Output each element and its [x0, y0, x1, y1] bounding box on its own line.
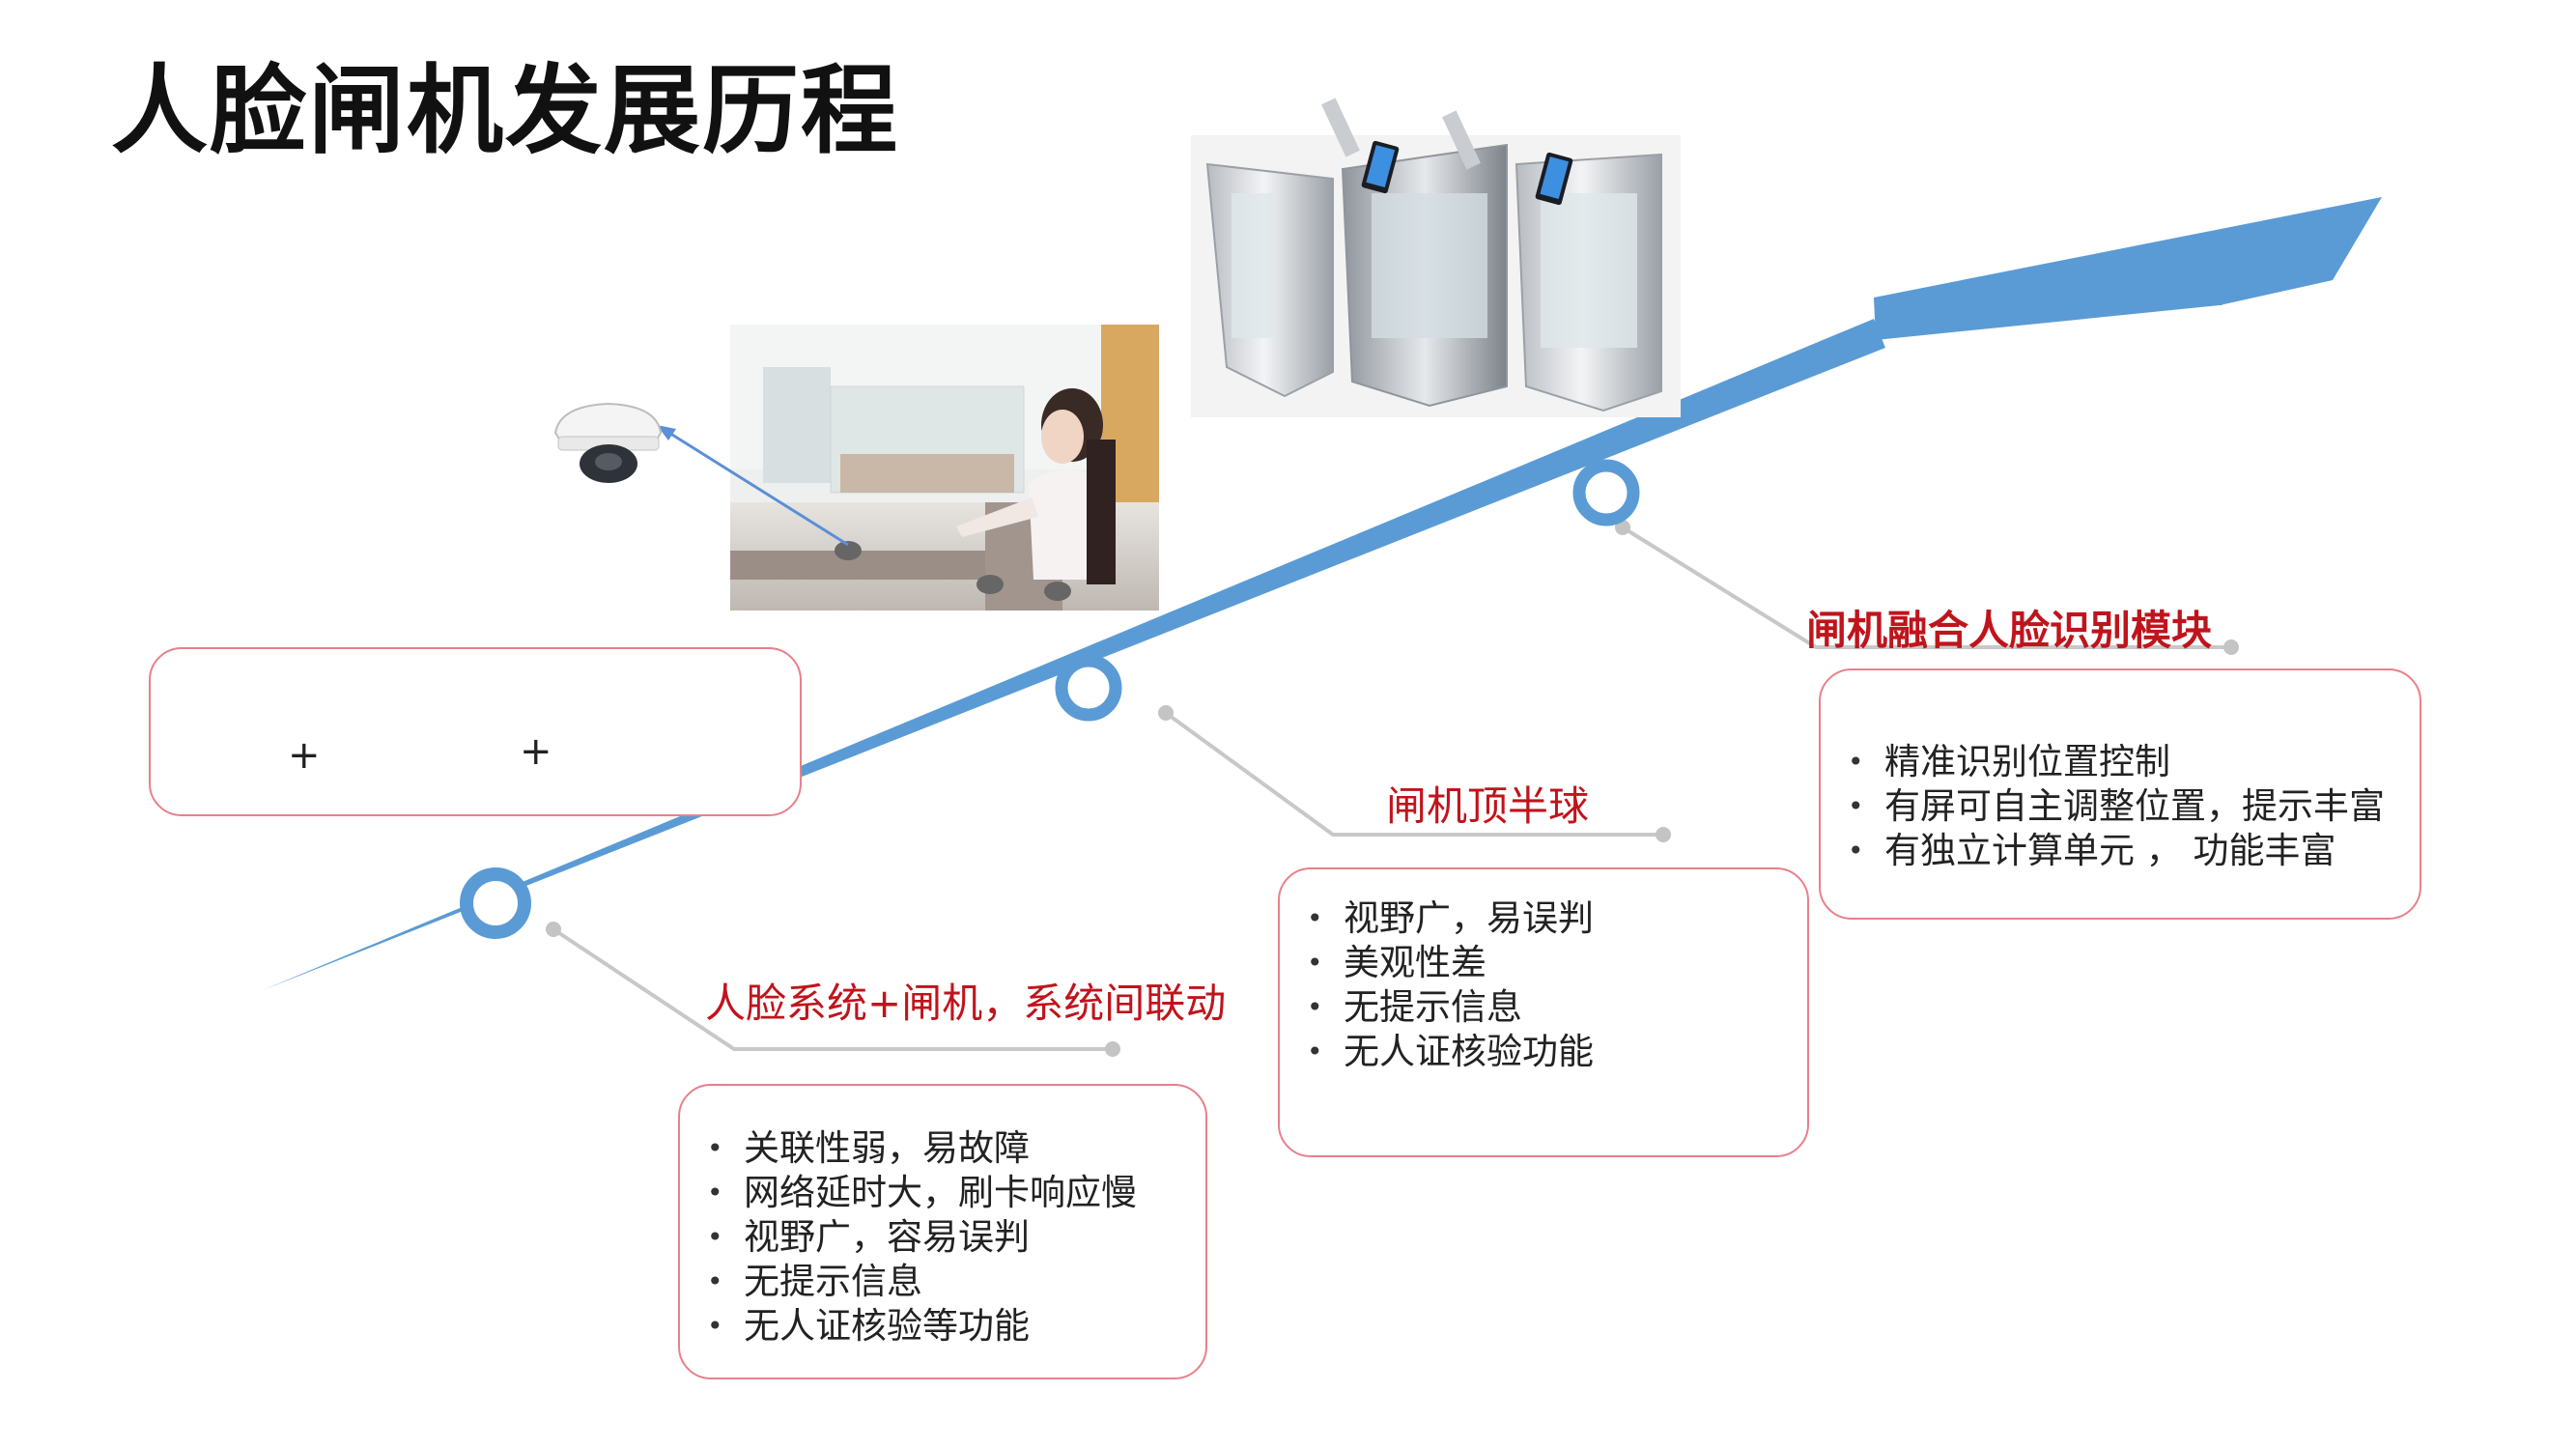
stage-1-point: 网络延时大，刷卡响应慢	[707, 1171, 1205, 1215]
face-gates-photo	[1191, 98, 1681, 417]
stage-1-label: 人脸系统+闸机，系统间联动	[705, 980, 1227, 1027]
stage-1-point: 无提示信息	[707, 1260, 1205, 1304]
connector-stage-3	[1621, 526, 2231, 649]
stage-1-points: 关联性弱，易故障 网络延时大，刷卡响应慢 视野广，容易误判 无提示信息 无人证核…	[707, 1126, 1205, 1349]
growth-arrow	[263, 319, 1885, 990]
stage-2-point: 美观性差	[1307, 941, 1807, 985]
stage-3-points: 精准识别位置控制 有屏可自主调整位置，提示丰富 有独立计算单元 ， 功能丰富	[1848, 740, 2420, 873]
stage-2-point: 无人证核验功能	[1307, 1030, 1807, 1074]
timeline-node-2	[1055, 654, 1122, 722]
device-group-box	[149, 647, 802, 816]
timeline-node-1	[460, 867, 531, 939]
stage-3-label: 闸机融合人脸识别模块	[1806, 607, 2213, 654]
stage-2-point: 无提示信息	[1307, 985, 1807, 1030]
plus-sign-1: +	[288, 733, 321, 778]
pointer-line	[664, 428, 849, 547]
stage-1-point: 关联性弱，易故障	[707, 1126, 1205, 1171]
stage-1-point: 无人证核验等功能	[707, 1304, 1205, 1349]
stage-3-box: 精准识别位置控制 有屏可自主调整位置，提示丰富 有独立计算单元 ， 功能丰富	[1819, 668, 2421, 920]
dome-camera-icon	[553, 402, 663, 483]
connector-stage-1	[552, 927, 1113, 1051]
stage-3-point: 精准识别位置控制	[1848, 740, 2420, 784]
stage-2-points: 视野广，易误判 美观性差 无提示信息 无人证核验功能	[1307, 896, 1807, 1074]
stage-3-point: 有屏可自主调整位置，提示丰富	[1848, 784, 2420, 829]
timeline-node-3	[1572, 459, 1640, 526]
stage-1-point: 视野广，容易误判	[707, 1215, 1205, 1260]
lobby-photo	[730, 325, 1159, 611]
stage-2-box: 视野广，易误判 美观性差 无提示信息 无人证核验功能	[1278, 867, 1809, 1157]
page-title: 人脸闸机发展历程	[111, 54, 899, 167]
stage-2-point: 视野广，易误判	[1307, 896, 1807, 941]
stage-2-label: 闸机顶半球	[1386, 782, 1590, 830]
stage-3-point: 有独立计算单元 ， 功能丰富	[1848, 829, 2420, 873]
stage-1-box: 关联性弱，易故障 网络延时大，刷卡响应慢 视野广，容易误判 无提示信息 无人证核…	[678, 1084, 1207, 1379]
plus-sign-2: +	[520, 729, 552, 774]
connector-stage-2	[1164, 711, 1663, 837]
